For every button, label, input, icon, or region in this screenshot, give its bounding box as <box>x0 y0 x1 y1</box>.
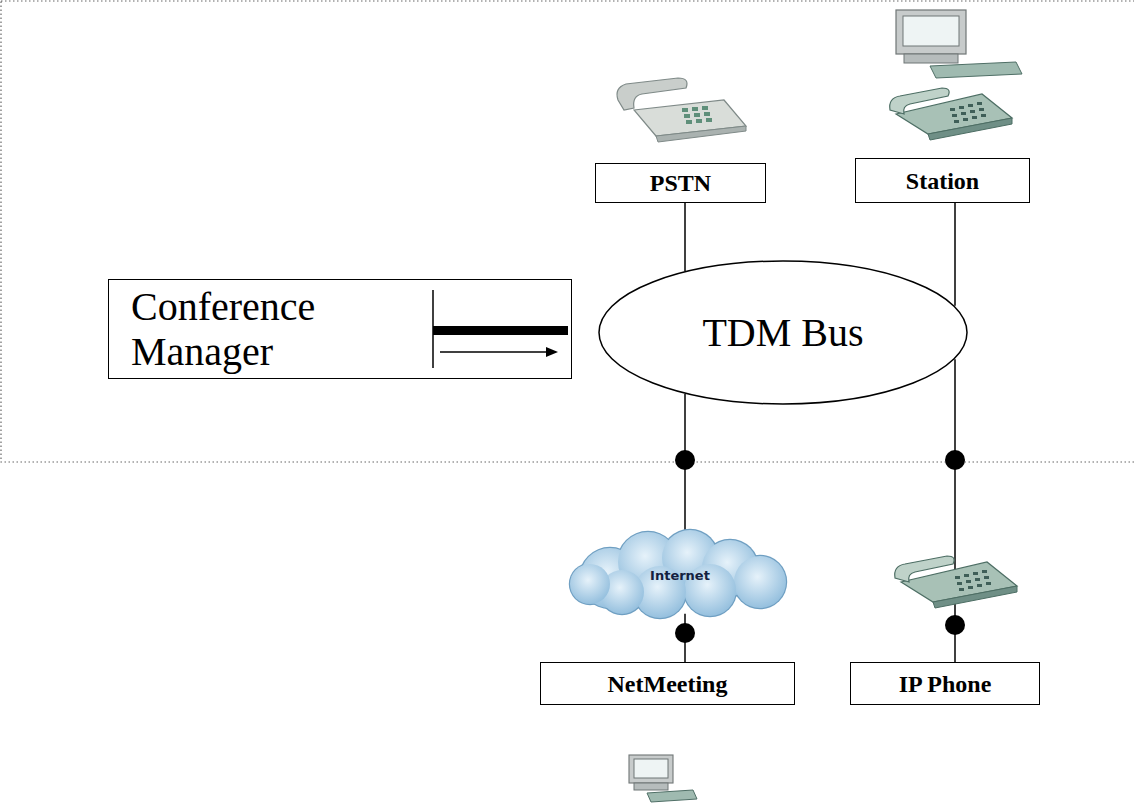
computer-icon <box>896 10 1022 78</box>
cloud-fill <box>734 556 786 608</box>
endpoint-box: NetMeeting <box>540 662 795 705</box>
manager-box: Conference Manager <box>108 279 572 379</box>
node-label: NetMeeting <box>608 670 728 698</box>
junction-dot <box>675 450 965 643</box>
interface-box: PSTN <box>595 163 766 203</box>
ip-phone-icon <box>895 556 1017 608</box>
node-label: PSTN <box>650 169 711 197</box>
cloud-fill <box>570 564 610 604</box>
node-label: TDM Bus <box>702 310 863 355</box>
node-label: Station <box>906 167 979 195</box>
bus-ellipse: TDM Bus <box>598 260 968 405</box>
bus-symbol <box>433 290 568 368</box>
telephone-icon <box>617 78 746 142</box>
computer-icon <box>629 755 697 802</box>
node-label: Conference Manager <box>131 284 451 374</box>
interface-box: Station <box>855 158 1030 203</box>
node-label: IP Phone <box>899 670 992 698</box>
connector-line <box>684 203 686 271</box>
endpoint-box: IP Phone <box>850 662 1040 705</box>
keyset-phone-icon <box>890 88 1012 140</box>
connector-line <box>954 203 956 306</box>
system-boundary <box>1 1 1134 462</box>
node-label: Internet <box>650 568 710 583</box>
ellipse-outline <box>599 261 967 404</box>
network-cloud: Internet <box>560 532 800 618</box>
